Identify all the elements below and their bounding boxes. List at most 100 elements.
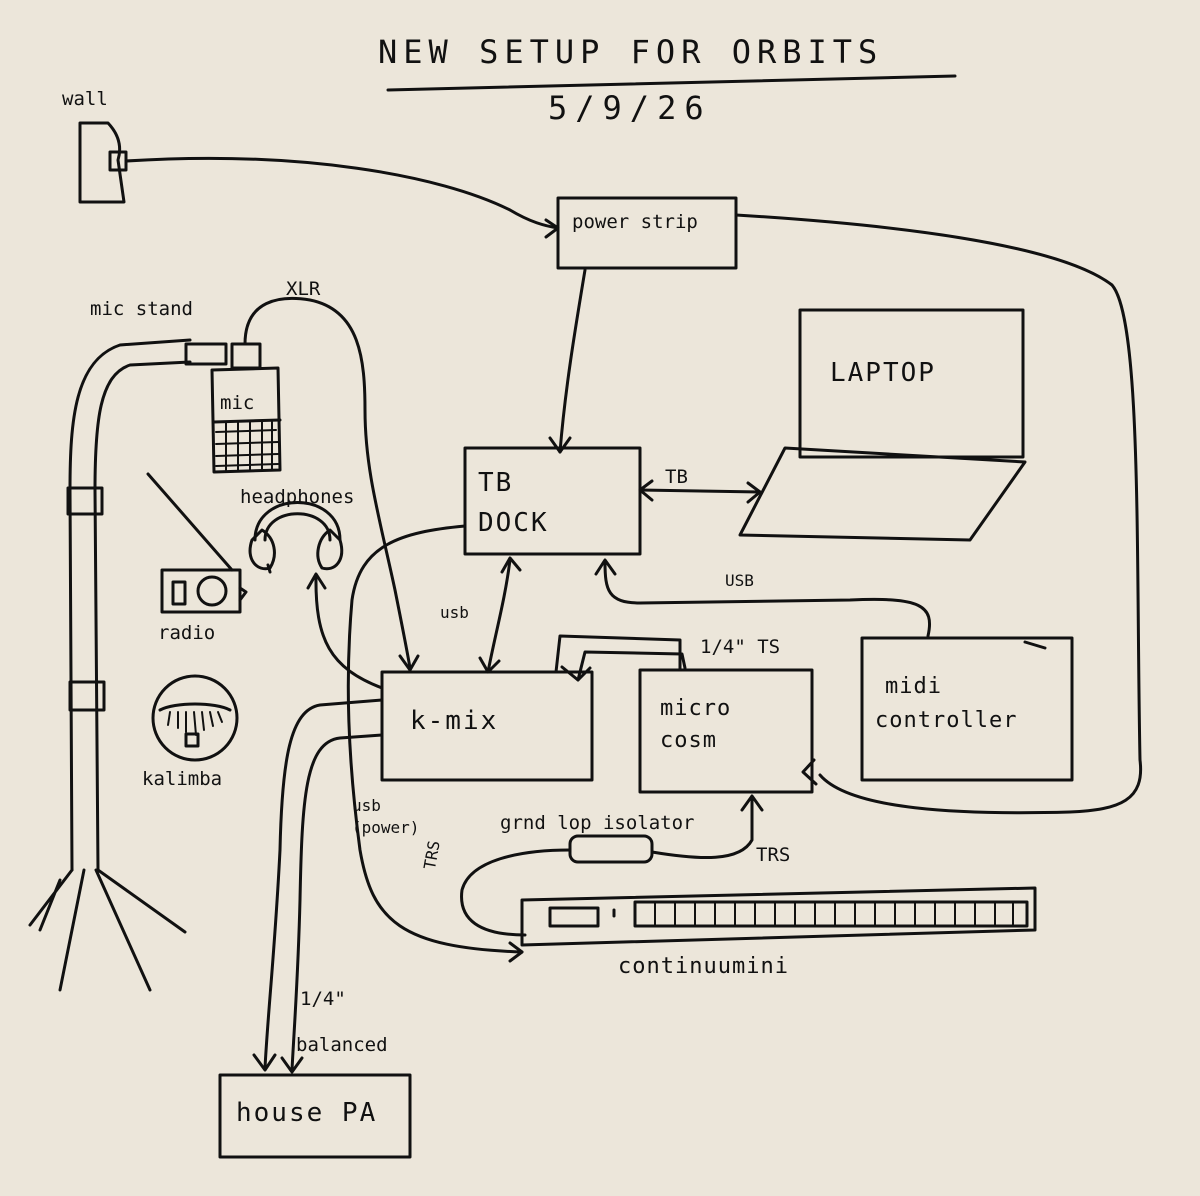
- continuumini-playing-surface: [633, 900, 1029, 928]
- page-date: 5/9/26: [548, 89, 712, 127]
- radio-label: radio: [158, 622, 216, 644]
- laptop-label: LAPTOP: [830, 358, 936, 388]
- wire-isolator-continuumini: [460, 848, 572, 937]
- arrow-wall-powerstrip: [544, 218, 560, 239]
- mic-stand-clamp-top: [66, 486, 104, 516]
- wire-midi-dock: [603, 560, 931, 638]
- arrow-continuumini-usb: [508, 941, 524, 963]
- arrow-ts: [560, 665, 592, 682]
- kalimba-label: kalimba: [142, 768, 223, 790]
- midi-controller-tab: [1023, 640, 1047, 650]
- wire-kmix-pa-left: [263, 698, 384, 1070]
- radio-speaker: [196, 575, 228, 607]
- wire-dock-continuumini: [346, 524, 524, 954]
- wall-outlet-shape: [78, 121, 126, 204]
- mic-stand-label: mic stand: [90, 298, 193, 320]
- mic-stand-lower-right: [93, 488, 100, 872]
- arrow-headphones: [306, 572, 327, 590]
- wire-powerstrip-dock: [558, 268, 587, 454]
- trs-right-label: TRS: [756, 844, 791, 866]
- mic-stand-pole-right: [93, 360, 192, 492]
- microcosm-box: [638, 668, 814, 794]
- headphones-cup-right: [316, 528, 344, 571]
- wire-wall-powerstrip: [124, 156, 560, 230]
- microcosm-label-line1: micro: [660, 696, 732, 721]
- mic-label: mic: [220, 392, 255, 414]
- arrow-kmix-pa-right: [280, 1056, 304, 1074]
- kalimba-tines: [167, 711, 223, 736]
- usb-power-label-line1: usb: [352, 796, 381, 815]
- xlr-label: XLR: [286, 278, 321, 300]
- arrow-isolator-microcosm: [740, 794, 764, 812]
- usb-midi-label: USB: [725, 571, 754, 590]
- wire-powerstrip-microcosm: [734, 213, 1143, 815]
- radio-box: [160, 568, 242, 614]
- tb-label: TB: [665, 466, 688, 488]
- continuumini-label: continuumini: [618, 954, 789, 979]
- microcosm-label-line2: cosm: [660, 728, 717, 753]
- laptop-screen: [798, 308, 1025, 459]
- radio-knob: [238, 586, 248, 602]
- wire-xlr: [243, 296, 412, 670]
- continuumini-keys: [654, 902, 1014, 926]
- midi-controller-label-line2: controller: [875, 708, 1018, 733]
- tb-dock-label-line1: TB: [478, 468, 514, 498]
- midi-controller-box: [860, 636, 1074, 782]
- mic-grille-hatch: [215, 421, 279, 471]
- wire-ts-return: [576, 650, 687, 682]
- mic-stand-legs: [28, 868, 187, 992]
- laptop-base: [738, 446, 1027, 542]
- ground-loop-isolator-label: grnd lop isolator: [500, 812, 695, 834]
- midi-controller-label-line1: midi: [885, 674, 942, 699]
- wire-isolator-microcosm: [650, 798, 754, 859]
- continuumini-display: [548, 906, 600, 928]
- balanced-label-line2: balanced: [296, 1034, 388, 1056]
- mic-cap: [230, 342, 262, 370]
- usb-dock-label: usb: [440, 603, 469, 622]
- house-pa-box: [218, 1073, 412, 1159]
- arrow-powerstrip-microcosm: [801, 758, 818, 786]
- radio-slot: [171, 580, 187, 606]
- wire-kmix-pa-right: [290, 733, 384, 1072]
- arrow-midi-dock: [594, 558, 617, 576]
- usb-power-label-line2: (power): [352, 818, 420, 837]
- k-mix-label: k-mix: [410, 706, 499, 736]
- page-title: NEW SETUP FOR ORBITS: [378, 33, 884, 71]
- balanced-label-line1: 1/4": [300, 988, 346, 1010]
- mic-stand-lower-left: [68, 488, 74, 872]
- headphones-band: [253, 501, 342, 542]
- arrow-tb-left: [638, 479, 654, 502]
- arrow-kmix-pa-left: [252, 1053, 277, 1072]
- kalimba-body: [151, 674, 239, 762]
- tb-dock-box: [463, 446, 642, 556]
- mic-grille-outline: [212, 418, 282, 424]
- wall-label: wall: [62, 88, 108, 110]
- kalimba-hole: [184, 732, 200, 748]
- house-pa-label: house PA: [236, 1098, 378, 1128]
- wire-dock-kmix: [486, 558, 512, 674]
- headphones-label: headphones: [240, 486, 355, 508]
- mic-stand-pole-left: [68, 338, 192, 492]
- ts-label: 1/4" TS: [700, 636, 781, 658]
- arrow-tb-right: [746, 481, 762, 504]
- ground-loop-isolator-box: [568, 834, 654, 864]
- headphones-cord: [266, 563, 272, 574]
- power-strip-box: [556, 196, 738, 270]
- arrow-powerstrip-dock: [548, 436, 572, 454]
- mic-clip: [184, 342, 228, 366]
- title-underline: [386, 74, 957, 92]
- arrow-xlr: [398, 654, 420, 672]
- continuumini-body: [520, 886, 1037, 947]
- radio-antenna: [146, 472, 234, 572]
- power-strip-label: power strip: [572, 211, 698, 233]
- kalimba-bar: [158, 702, 232, 712]
- tb-dock-label-line2: DOCK: [478, 508, 549, 538]
- mic-stand-clamp-bottom: [68, 680, 106, 712]
- wire-tb: [638, 488, 762, 494]
- headphones-band-inner: [263, 512, 332, 542]
- arrow-dock-kmix-top: [500, 556, 522, 574]
- k-mix-box: [380, 670, 594, 782]
- wire-headphones-kmix: [314, 573, 384, 690]
